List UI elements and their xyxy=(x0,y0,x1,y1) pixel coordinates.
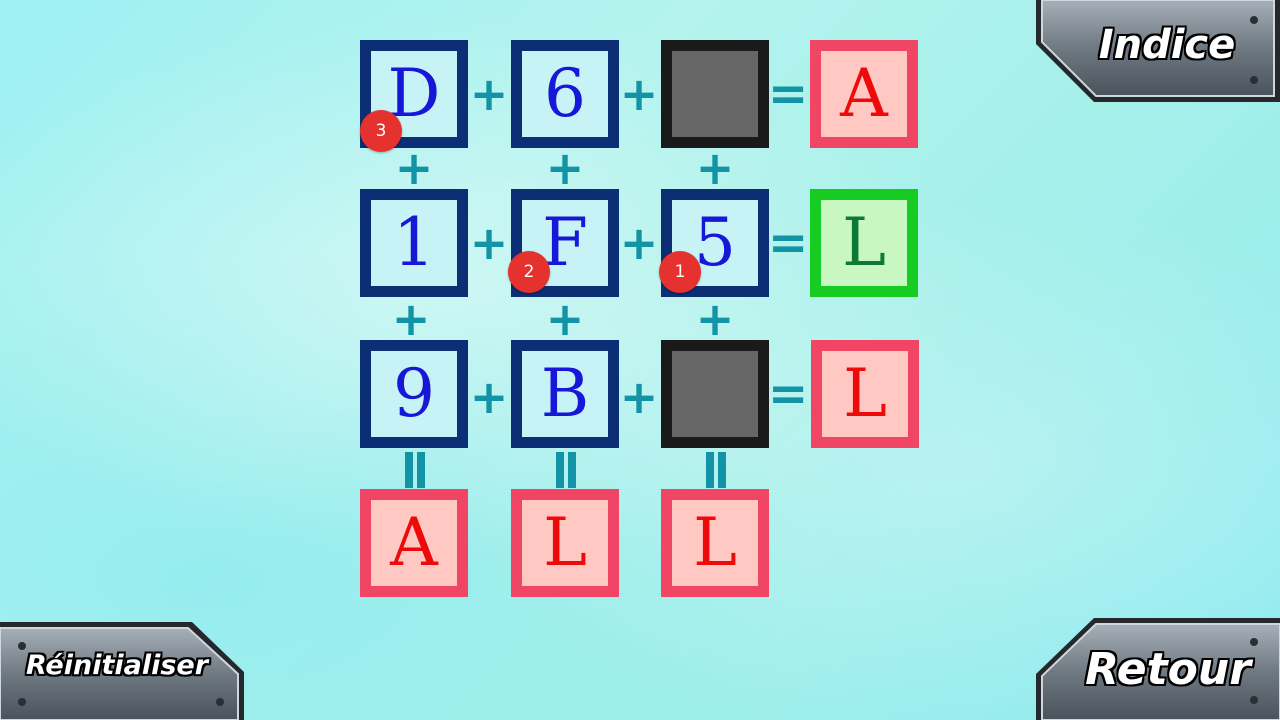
equals-sign-vertical xyxy=(704,452,728,488)
cell-r1-c3-empty[interactable] xyxy=(661,40,769,148)
hint-button-label: Indice xyxy=(1098,22,1236,68)
column-result-3: L xyxy=(661,489,769,597)
plus-sign: + xyxy=(545,292,585,346)
cell-r2-c2[interactable]: F xyxy=(511,189,619,297)
plus-sign: + xyxy=(619,370,659,424)
row-result-2: L xyxy=(810,189,918,297)
plus-sign: + xyxy=(695,141,735,195)
cell-r3-c1[interactable]: 9 xyxy=(360,340,468,448)
plus-sign: + xyxy=(695,292,735,346)
row-result-1: A xyxy=(810,40,918,148)
back-button[interactable]: Retour xyxy=(1036,618,1280,720)
cell-r1-c2[interactable]: 6 xyxy=(511,40,619,148)
equals-sign: = xyxy=(768,215,809,271)
cell-r2-c1[interactable]: 1 xyxy=(360,189,468,297)
equals-sign: = xyxy=(768,66,809,122)
plus-sign: + xyxy=(469,67,509,121)
back-button-label: Retour xyxy=(1085,644,1251,695)
back-button-frame xyxy=(1036,618,1280,720)
plus-sign: + xyxy=(619,216,659,270)
equals-sign: = xyxy=(768,366,809,422)
plus-sign: + xyxy=(469,370,509,424)
plus-sign: + xyxy=(394,141,434,195)
equals-sign-vertical xyxy=(554,452,578,488)
plus-sign: + xyxy=(545,141,585,195)
step-marker: 2 xyxy=(508,251,550,293)
step-marker: 3 xyxy=(360,110,402,152)
hint-button[interactable]: Indice xyxy=(1036,0,1280,102)
row-result-3: L xyxy=(811,340,919,448)
hint-button-frame xyxy=(1036,0,1280,102)
equals-sign-vertical xyxy=(403,452,427,488)
plus-sign: + xyxy=(391,292,431,346)
plus-sign: + xyxy=(469,216,509,270)
cell-r3-c3-empty[interactable] xyxy=(661,340,769,448)
column-result-1: A xyxy=(360,489,468,597)
reset-button-label: Réinitialiser xyxy=(25,650,209,681)
cell-r3-c2[interactable]: B xyxy=(511,340,619,448)
plus-sign: + xyxy=(619,67,659,121)
reset-button-frame xyxy=(0,622,244,720)
column-result-2: L xyxy=(511,489,619,597)
step-marker: 1 xyxy=(659,251,701,293)
reset-button[interactable]: Réinitialiser xyxy=(0,622,244,720)
